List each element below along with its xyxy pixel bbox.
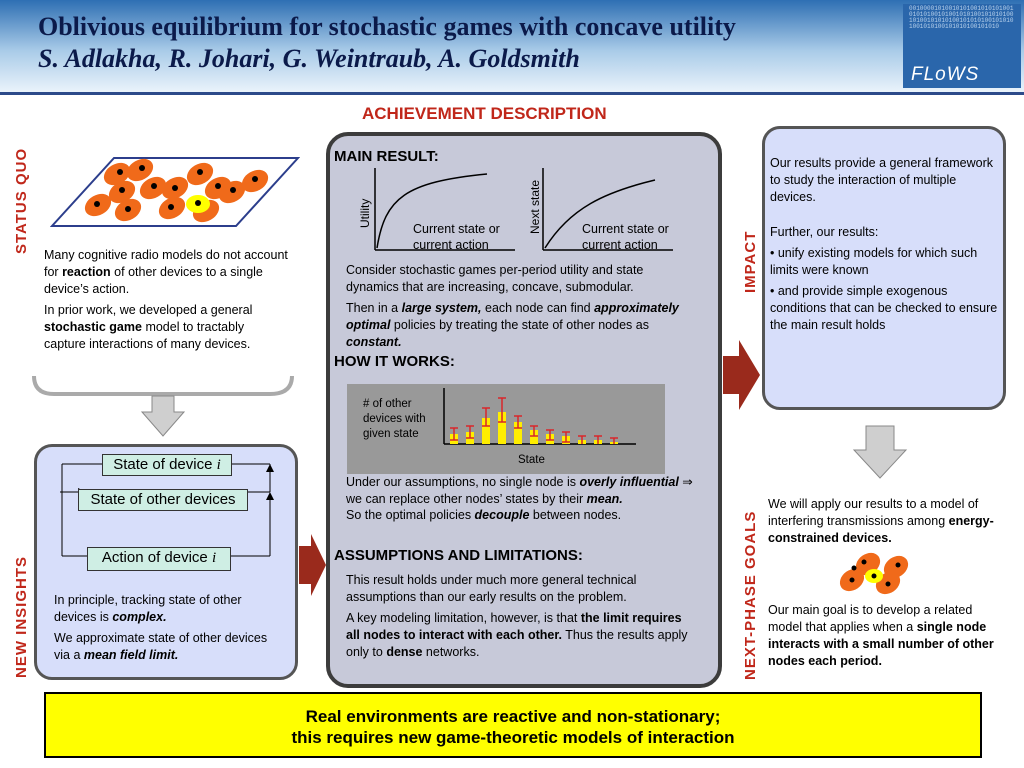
poster-title: Oblivious equilibrium for stochastic gam…	[38, 12, 736, 41]
impact-text: Our results provide a general framework …	[770, 156, 998, 332]
flows-logo: 0010000101001010100101010100101010100101…	[903, 4, 1021, 88]
logo-text: FLoWS	[911, 64, 980, 85]
right-arrow-icon	[299, 534, 326, 596]
header-band	[0, 0, 1024, 92]
poster-authors: S. Adlakha, R. Johari, G. Weintraub, A. …	[38, 44, 580, 73]
achievement-heading: ACHIEVEMENT DESCRIPTION	[362, 104, 607, 123]
how-it-works-heading: HOW IT WORKS:	[334, 353, 455, 370]
impact-label: IMPACT	[742, 230, 759, 293]
new-insights-label: NEW INSIGHTS	[13, 555, 30, 678]
next-phase-text-2: Our main goal is to develop a related mo…	[768, 603, 994, 668]
conclusion-line-1: Real environments are reactive and non-s…	[305, 707, 721, 726]
new-insights-text: In principle, tracking state of other de…	[54, 593, 268, 662]
next-phase-label: NEXT-PHASE GOALS	[742, 510, 759, 680]
small-network-illustration	[839, 552, 909, 595]
state-of-device-box: State of device i	[102, 454, 232, 476]
status-quo-label: STATUS QUO	[13, 147, 30, 254]
next-phase-text-1: We will apply our results to a model of …	[768, 497, 994, 545]
status-quo-text: Many cognitive radio models do not accou…	[44, 248, 288, 351]
histogram-xlabel: State	[518, 454, 545, 466]
header-divider	[0, 92, 1024, 95]
concave-curves-plots	[374, 168, 673, 251]
plot2-ylabel: Next state	[528, 179, 542, 234]
right-arrow-icon	[723, 340, 760, 410]
main-result-text: Consider stochastic games per-period uti…	[346, 263, 679, 349]
how-it-works-text: Under our assumptions, no single node is…	[346, 475, 693, 522]
state-of-other-devices-box: State of other devices	[78, 489, 248, 511]
logo-binary-pattern: 0010000101001010100101010100101010100101…	[909, 5, 1014, 30]
impact-panel	[762, 126, 1006, 410]
plot1-ylabel: Utility	[358, 198, 372, 228]
assumptions-text: This result holds under much more genera…	[346, 573, 688, 659]
down-arrow-icon	[140, 395, 186, 437]
status-quo-bracket	[32, 375, 294, 396]
assumptions-heading: ASSUMPTIONS AND LIMITATIONS:	[334, 547, 583, 564]
conclusion-banner: Real environments are reactive and non-s…	[44, 692, 982, 758]
down-arrow-icon	[852, 425, 908, 479]
network-illustration	[50, 157, 300, 227]
action-of-device-box: Action of device i	[87, 547, 231, 571]
conclusion-line-2: this requires new game-theoretic models …	[291, 728, 735, 747]
main-result-heading: MAIN RESULT:	[334, 148, 439, 165]
state-histogram	[443, 388, 636, 445]
